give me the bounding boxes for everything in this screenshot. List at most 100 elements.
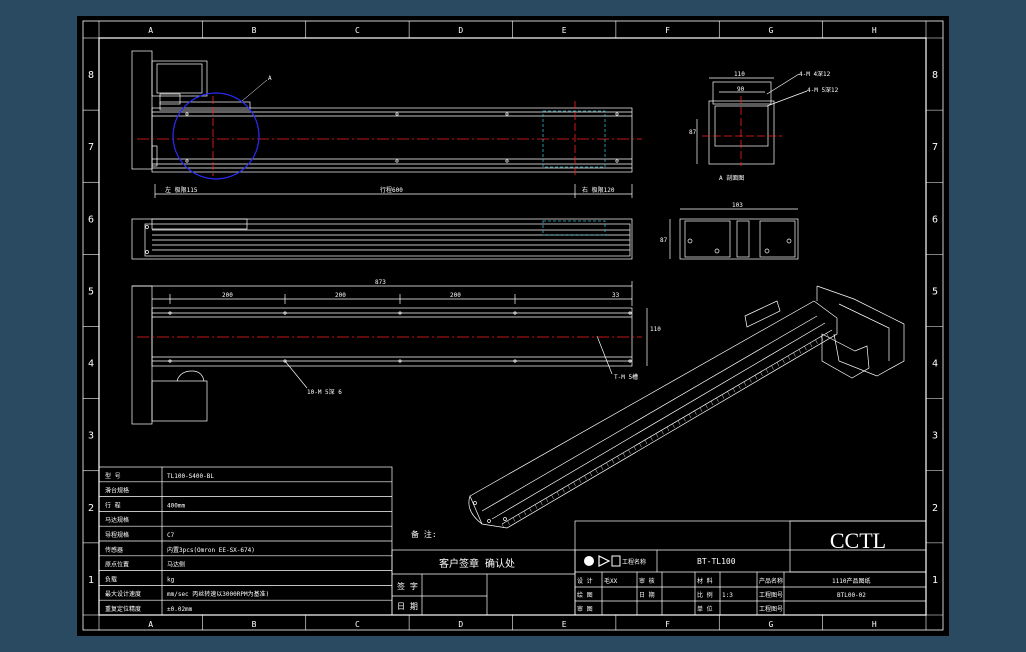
spec-value: C7 [167, 532, 175, 539]
slot-note: T-M 5槽 [614, 373, 638, 381]
detail-mark: A [268, 75, 272, 82]
spec-value: 马达侧 [167, 561, 185, 569]
section-title: A 剖面图 [719, 174, 744, 182]
row-label-6-left: 6 [88, 214, 94, 225]
spec-label: 行 程 [105, 501, 121, 509]
end-dim: 33 [612, 292, 620, 299]
spec-label: 型 号 [105, 472, 121, 480]
row-label-7-right: 7 [932, 142, 938, 153]
title-block-cell: 审 核 [639, 577, 655, 585]
row-label-5-left: 5 [88, 286, 94, 297]
col-label-B-top: B [252, 26, 257, 35]
spec-label: 最大设计速度 [105, 590, 141, 598]
spec-label: 传感器 [105, 546, 123, 554]
inner-frame [98, 37, 927, 616]
title-block-cell: 工程图号 [759, 605, 783, 613]
hidden-carriage-outline [542, 110, 606, 168]
title-block-cell: 产品名称 [759, 577, 783, 585]
row-label-3-right: 3 [932, 431, 938, 442]
row-label-2-right: 2 [932, 503, 938, 514]
spec-value: 内置3pcs(Omron EE-SX-674) [167, 546, 255, 554]
row-label-1-right: 1 [932, 575, 938, 586]
spec-label: 重复定位精度 [105, 605, 141, 613]
spec-label: 负载 [105, 575, 117, 583]
row-label-3-left: 3 [88, 431, 94, 442]
col-label-E-bottom: E [562, 620, 567, 629]
outer-frame [82, 20, 944, 631]
title-block-cell: 绘 图 [577, 591, 593, 599]
title-block-cell: 单 位 [697, 605, 713, 613]
section-height-dim: 87 [689, 129, 697, 136]
hole-note: 10-M 5深 6 [307, 388, 342, 396]
title-block-cell: 材 料 [697, 577, 713, 585]
title-block-grid [574, 520, 927, 616]
spec-value: 400mm [167, 502, 185, 509]
product-name: 1110产品图纸 [832, 577, 870, 585]
brand-text: CCTL [830, 528, 886, 553]
col-label-B-bottom: B [252, 620, 257, 629]
row-label-8-left: 8 [88, 70, 94, 81]
col-label-G-top: G [769, 26, 774, 35]
col-label-F-top: F [665, 26, 670, 35]
total-length-dim: 873 [375, 279, 386, 286]
title-block-cell: 1:3 [722, 592, 733, 599]
section-note-1: 4-M 4深12 [799, 70, 831, 78]
title-block-cell: 设 计 [577, 577, 593, 585]
company-logo [584, 555, 621, 567]
project-value: BT-TL100 [697, 557, 736, 566]
row-label-2-left: 2 [88, 503, 94, 514]
col-label-D-top: D [458, 26, 463, 35]
drawing-number: BTL00-02 [837, 592, 866, 599]
col-label-A-bottom: A [148, 620, 153, 629]
title-block-cell: 毛XX [604, 577, 618, 585]
spec-value: ±0.02mm [167, 606, 193, 613]
top-view [131, 50, 633, 198]
section-note-2: 4-M 5深12 [807, 86, 839, 94]
title-block-cell: 比 例 [697, 591, 713, 599]
end-height-dim: 87 [660, 237, 668, 244]
project-label: 工程名称 [622, 558, 646, 566]
confirm-title: 客户签章 确认处 [439, 557, 515, 570]
spec-value: kg [167, 576, 175, 583]
title-block-cell: 工程图号 [759, 591, 783, 599]
detail-circle [172, 92, 260, 180]
spec-label: 导程规格 [105, 531, 129, 539]
zone-ticks [83, 21, 943, 630]
col-label-F-bottom: F [665, 620, 670, 629]
date-label: 日 期 [397, 602, 418, 611]
title-block-cell: 日 期 [639, 591, 655, 599]
col-label-A-top: A [148, 26, 153, 35]
end-view [669, 208, 799, 260]
row-label-6-right: 6 [932, 214, 938, 225]
row-label-7-left: 7 [88, 142, 94, 153]
spec-value: mm/sec 丙丝转速以3000RPM为基准) [167, 590, 269, 598]
side-view [131, 218, 633, 260]
row-label-4-right: 4 [932, 359, 938, 370]
row-label-1-left: 1 [88, 575, 94, 586]
notes-label: 备 注: [411, 529, 437, 539]
title-block-cell: 审 图 [577, 605, 593, 613]
col-label-C-top: C [355, 26, 360, 35]
col-label-G-bottom: G [769, 620, 774, 629]
iso-cover-hatch [501, 333, 829, 529]
detail-leader [241, 79, 268, 102]
spec-label: 原点位置 [105, 561, 129, 569]
row-label-5-right: 5 [932, 286, 938, 297]
iso-view [468, 285, 905, 529]
col-label-H-top: H [872, 26, 877, 35]
section-width-dim: 110 [734, 71, 745, 78]
spec-value: TL100-S400-BL [167, 473, 214, 480]
spec-label: 马达规格 [105, 516, 129, 524]
end-width-dim: 103 [732, 202, 743, 209]
col-label-E-top: E [562, 26, 567, 35]
bottom-height-dim: 110 [650, 326, 661, 333]
left-limit-dim: 左 极限115 [165, 186, 198, 194]
right-limit-dim: 右 极限120 [582, 186, 615, 194]
col-label-H-bottom: H [872, 620, 877, 629]
section-view [696, 73, 808, 165]
